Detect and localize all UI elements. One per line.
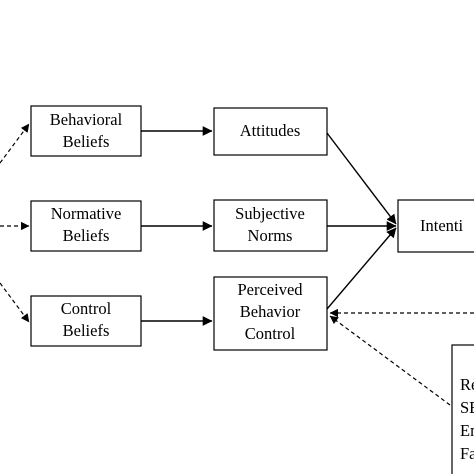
subjective-norms-line-1: Subjective: [235, 204, 305, 223]
external-factors-line-4: Fa: [460, 444, 474, 463]
dashed-arrow-to-control-beliefs: [0, 282, 30, 323]
node-perceived-behavior-control: Perceived Behavior Control: [213, 276, 328, 351]
arrow-attitudes-to-intention: [326, 132, 397, 225]
node-subjective-norms: Subjective Norms: [213, 199, 328, 252]
perceived-control-line-1: Perceived: [237, 280, 303, 299]
intention-label: Intenti: [420, 216, 463, 235]
external-factors-line-1: Re: [460, 375, 474, 394]
node-normative-beliefs: Normative Beliefs: [30, 200, 142, 252]
arrow-perceived-control-to-intention: [326, 227, 397, 310]
node-intention: Intenti: [397, 199, 474, 253]
behavioral-beliefs-line-1: Behavioral: [50, 110, 123, 129]
node-behavioral-beliefs: Behavioral Beliefs: [30, 105, 142, 157]
node-control-beliefs: Control Beliefs: [30, 295, 142, 347]
attitudes-line-1: Attitudes: [240, 121, 301, 140]
dashed-arrow-to-behavioral-beliefs: [0, 123, 30, 164]
node-external-factors: Re SE En Fa: [451, 344, 474, 474]
subjective-norms-line-2: Norms: [248, 226, 293, 245]
external-factors-line-3: En: [460, 421, 474, 440]
normative-beliefs-line-2: Beliefs: [63, 226, 110, 245]
external-factors-line-2: SE: [460, 398, 474, 417]
control-beliefs-line-1: Control: [61, 299, 112, 318]
control-beliefs-line-2: Beliefs: [63, 321, 110, 340]
normative-beliefs-line-1: Normative: [51, 204, 122, 223]
perceived-control-line-3: Control: [245, 324, 296, 343]
behavioral-beliefs-line-2: Beliefs: [63, 132, 110, 151]
node-attitudes: Attitudes: [213, 107, 328, 156]
perceived-control-line-2: Behavior: [240, 302, 301, 321]
dashed-arrow-external-to-perceived-control: [329, 315, 451, 406]
